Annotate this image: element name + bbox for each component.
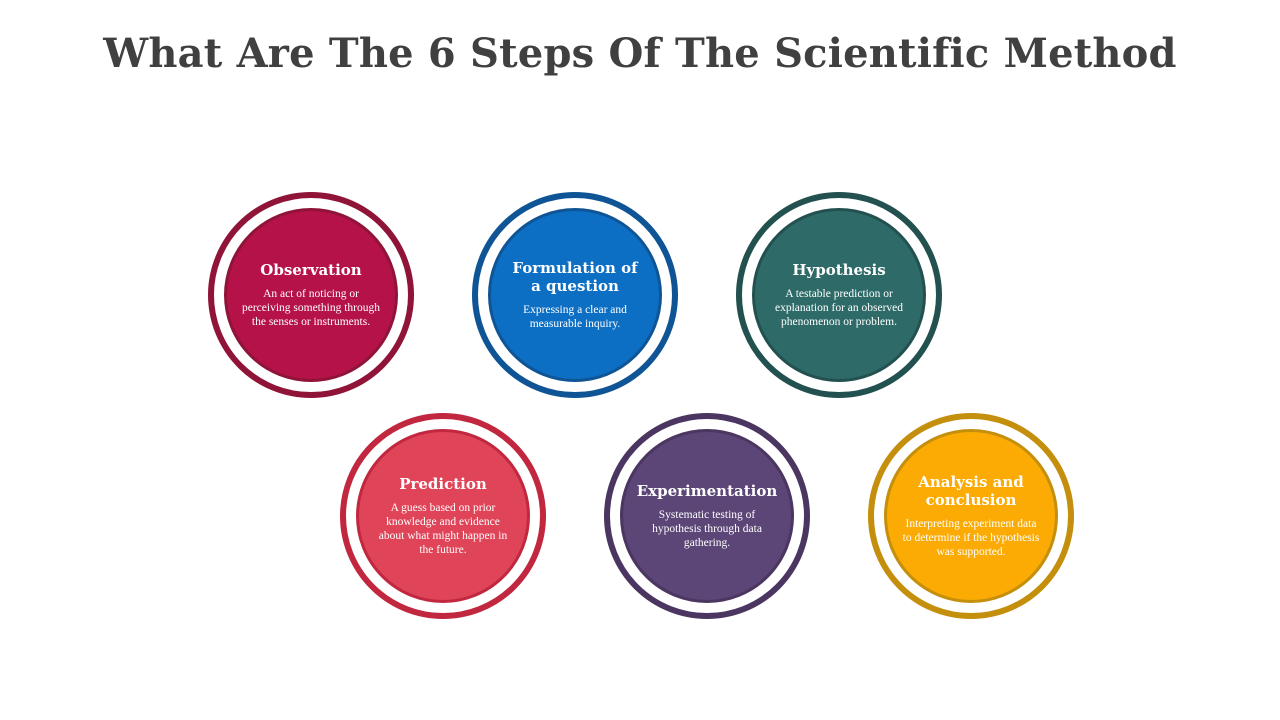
step-experimentation: Experimentation Systematic testing of hy…: [604, 413, 810, 619]
step-description: An act of noticing or perceiving somethi…: [242, 288, 380, 328]
step-description: Expressing a clear and measurable inquir…: [523, 304, 627, 330]
step-heading: Formulation of a question: [512, 259, 638, 295]
step-prediction: Prediction A guess based on prior knowle…: [340, 413, 546, 619]
step-analysis-circle: Analysis and conclusion Interpreting exp…: [884, 429, 1058, 603]
page-title: What Are The 6 Steps Of The Scientific M…: [103, 30, 1177, 77]
step-heading: Hypothesis: [792, 261, 886, 279]
step-observation: Observation An act of noticing or percei…: [208, 192, 414, 398]
step-formulation-of-question: Formulation of a question Expressing a c…: [472, 192, 678, 398]
step-observation-circle: Observation An act of noticing or percei…: [224, 208, 398, 382]
step-prediction-circle: Prediction A guess based on prior knowle…: [356, 429, 530, 603]
step-heading: Analysis and conclusion: [918, 473, 1024, 509]
step-hypothesis-circle: Hypothesis A testable prediction or expl…: [752, 208, 926, 382]
step-experimentation-circle: Experimentation Systematic testing of hy…: [620, 429, 794, 603]
step-description: Interpreting experiment data to determin…: [902, 518, 1040, 558]
step-heading: Experimentation: [636, 482, 778, 500]
step-formulation-circle: Formulation of a question Expressing a c…: [488, 208, 662, 382]
step-description: Systematic testing of hypothesis through…: [652, 509, 762, 549]
step-analysis-and-conclusion: Analysis and conclusion Interpreting exp…: [868, 413, 1074, 619]
step-heading: Prediction: [399, 475, 487, 493]
step-heading: Observation: [260, 261, 362, 279]
step-description: A guess based on prior knowledge and evi…: [378, 502, 508, 556]
step-hypothesis: Hypothesis A testable prediction or expl…: [736, 192, 942, 398]
step-description: A testable prediction or explanation for…: [774, 288, 904, 328]
